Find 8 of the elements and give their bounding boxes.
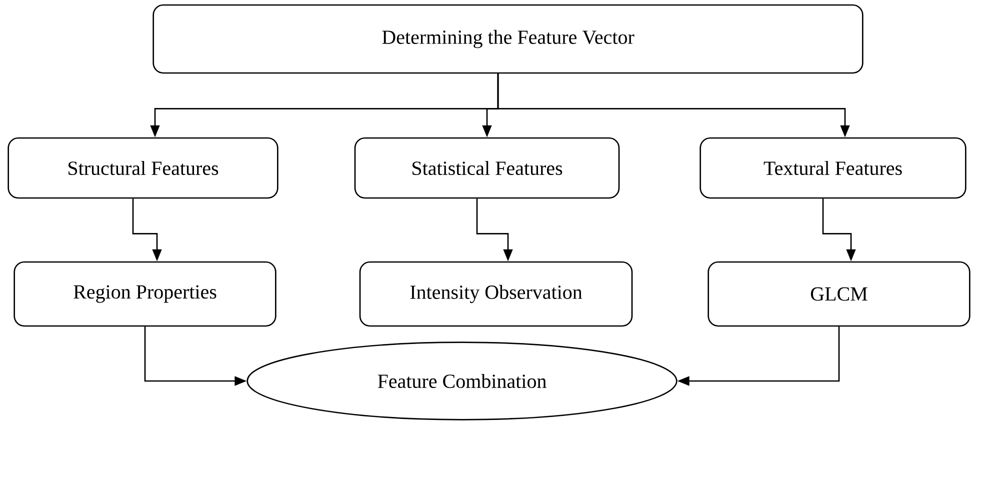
process-box: Region Properties <box>14 261 276 327</box>
process-box: Intensity Observation <box>359 261 633 327</box>
process-box: Statistical Features <box>354 137 620 199</box>
process-box: Structural Features <box>8 137 278 199</box>
process-box: GLCM <box>708 261 970 327</box>
ellipse-node: Feature Combination <box>246 342 678 420</box>
process-box: Determining the Feature Vector <box>152 4 864 74</box>
process-box: Textural Features <box>700 137 966 199</box>
